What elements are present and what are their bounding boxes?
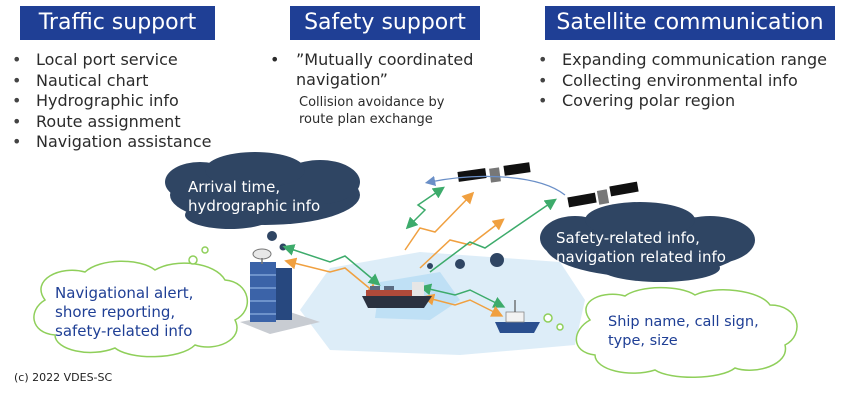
arrival-cloud xyxy=(165,152,360,251)
satellite-communication-header: Satellite communication xyxy=(545,6,835,40)
uplink-orange-1 xyxy=(404,191,475,251)
list-item: •Expanding communication range xyxy=(538,50,828,69)
list-item: •Local port service xyxy=(12,50,178,69)
safety-quote: ”Mutually coordinated navigation” xyxy=(296,50,474,89)
satellite-communication-list: •Expanding communication range •Collecti… xyxy=(536,50,827,112)
nav-alert-cloud xyxy=(33,246,249,358)
safety-cloud-text: Safety-related info, navigation related … xyxy=(556,229,726,266)
small-ship-icon xyxy=(495,300,540,333)
list-item: •Route assignment xyxy=(12,111,181,131)
traffic-support-header: Traffic support xyxy=(20,6,215,40)
shore-ship-orange xyxy=(284,257,379,296)
cargo-ship-icon xyxy=(362,282,432,308)
ship-info-cloud xyxy=(543,286,798,378)
list-item: •Collecting environmental info xyxy=(538,70,798,90)
shore-station-icon xyxy=(240,248,320,334)
uplink-orange-2 xyxy=(419,218,505,269)
list-item: •Hydrographic info xyxy=(12,91,179,110)
ship-info-cloud-text: Ship name, call sign, type, size xyxy=(608,314,759,349)
copyright-text: (c) 2022 VDES-SC xyxy=(14,371,113,384)
satellite-left xyxy=(457,162,531,183)
uplink-green-2 xyxy=(429,198,557,273)
sat-link xyxy=(424,175,566,196)
list-item: •Navigation assistance xyxy=(12,132,212,151)
uplink-green xyxy=(405,186,445,230)
safety-support-header: Safety support xyxy=(290,6,480,40)
ship-ship-orange xyxy=(422,293,504,317)
safety-subtext: Collision avoidance by route plan exchan… xyxy=(299,95,445,127)
safety-cloud xyxy=(427,202,755,282)
satellite-right xyxy=(567,181,639,208)
nav-alert-cloud-text: Navigational alert, shore reporting, saf… xyxy=(55,284,194,340)
list-item: •Nautical chart xyxy=(12,70,149,90)
traffic-support-list: •Local port service •Nautical chart •Hyd… xyxy=(10,50,212,153)
arrival-cloud-text: Arrival time, hydrographic info xyxy=(188,178,321,215)
list-item: •Covering polar region xyxy=(538,91,736,110)
